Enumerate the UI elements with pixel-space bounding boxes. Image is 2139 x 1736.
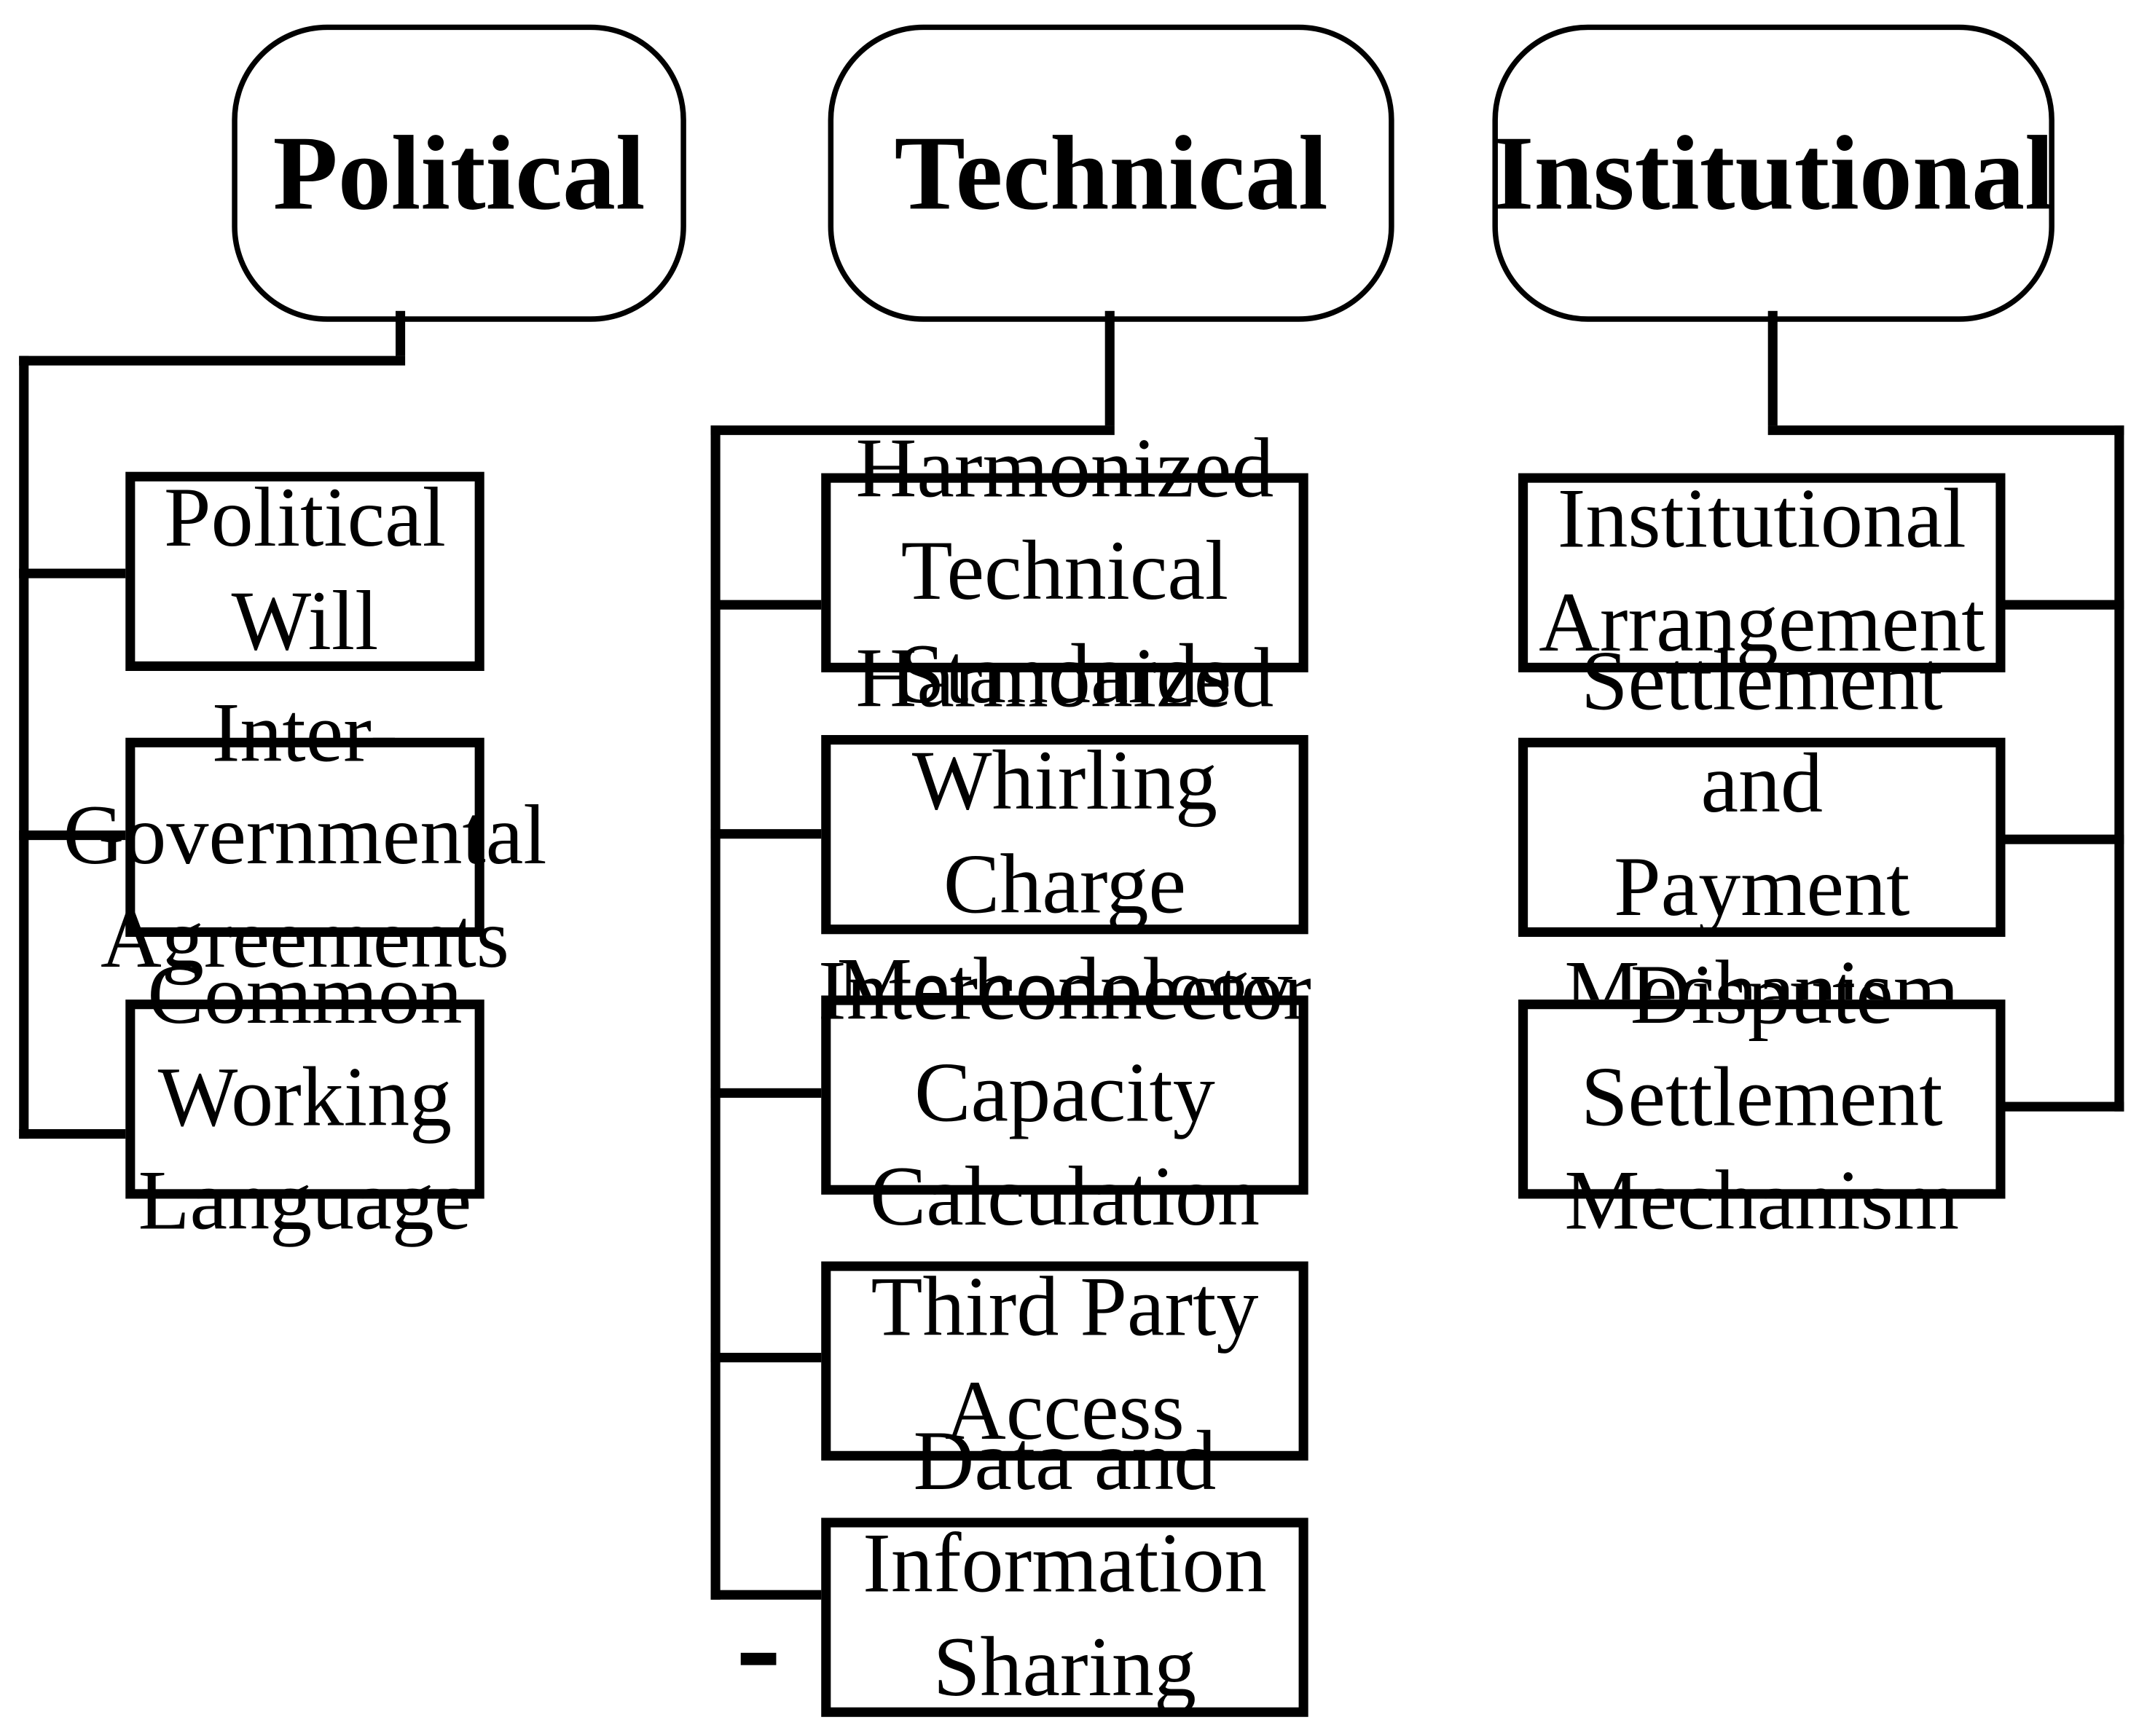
connector-technical-stub-2	[710, 829, 828, 839]
connector-political-spine	[19, 356, 29, 1139]
connector-political-crossbar	[19, 356, 406, 366]
category-header-institutional[interactable]: Institutional	[1492, 24, 2054, 322]
node-harmonized-technical-standards-label: Harmonized Technical Standards	[855, 422, 1274, 721]
node-institutional-arrangement[interactable]: Institutional Arrangement	[1518, 473, 2006, 672]
connector-institutional-stub-3	[2002, 1101, 2124, 1112]
node-common-working-language[interactable]: Common Working Language	[125, 948, 484, 1247]
connector-technical-stub-3	[710, 1088, 828, 1098]
connector-institutional-stub-2	[2002, 834, 2124, 844]
node-third-party-access[interactable]: Third Party Access	[821, 1261, 1308, 1461]
connector-institutional-spine	[2114, 425, 2124, 1112]
connector-political-stub-1	[19, 568, 131, 578]
node-interconnector-capacity-calculation[interactable]: Interconnector Capacity Calculation	[818, 944, 1311, 1243]
category-header-technical-label: Technical	[894, 113, 1328, 232]
connector-technical-drop	[1104, 310, 1115, 426]
stray-dash-artifact	[740, 1652, 777, 1665]
node-political-will-label: Political Will	[164, 472, 446, 669]
node-harmonized-whirling-charge-methodology[interactable]: Harmonized Whirling Charge Methodology	[821, 632, 1308, 1034]
node-data-and-information-sharing-mechanism-label: Data and Information Sharing Mechanism	[863, 1415, 1267, 1736]
connector-political-stub-2	[19, 830, 131, 841]
node-dispute-settlement-mechanism-label: Dispute Settlement Mechanism	[1564, 948, 1960, 1248]
connector-political-drop	[396, 310, 406, 356]
connector-technical-spine	[710, 425, 721, 1600]
connector-technical-stub-5	[710, 1590, 828, 1600]
node-institutional-arrangement-label: Institutional Arrangement	[1539, 474, 1985, 670]
node-harmonized-technical-standards[interactable]: Harmonized Technical Standards	[821, 422, 1308, 721]
connector-institutional-stub-1	[2002, 600, 2124, 610]
node-political-will[interactable]: Political Will	[125, 471, 484, 672]
node-common-working-language-label: Common Working Language	[138, 948, 472, 1248]
category-header-technical[interactable]: Technical	[828, 24, 1394, 322]
connector-technical-stub-1	[710, 600, 828, 610]
connector-technical-stub-4	[710, 1352, 828, 1363]
node-inter-governmental-agreements[interactable]: Inter-Governmental Agreements	[63, 687, 546, 986]
category-header-political[interactable]: Political	[232, 24, 686, 322]
node-dispute-settlement-mechanism[interactable]: Dispute Settlement Mechanism	[1518, 948, 2006, 1247]
category-header-political-label: Political	[272, 113, 645, 232]
connector-institutional-drop	[1767, 310, 1778, 426]
connector-technical-crossbar	[710, 425, 1115, 436]
node-settlement-and-payment-mechanism[interactable]: Settlement and Payment Mechanism	[1518, 635, 2006, 1037]
node-third-party-access-label: Third Party Access	[871, 1262, 1259, 1458]
connector-political-stub-3	[19, 1128, 131, 1139]
node-interconnector-capacity-calculation-label: Interconnector Capacity Calculation	[818, 944, 1311, 1244]
node-inter-governmental-agreements-label: Inter-Governmental Agreements	[63, 686, 547, 986]
category-header-institutional-label: Institutional	[1492, 113, 2054, 232]
node-data-and-information-sharing-mechanism[interactable]: Data and Information Sharing Mechanism	[821, 1415, 1308, 1736]
connector-institutional-crossbar	[1767, 425, 2124, 436]
